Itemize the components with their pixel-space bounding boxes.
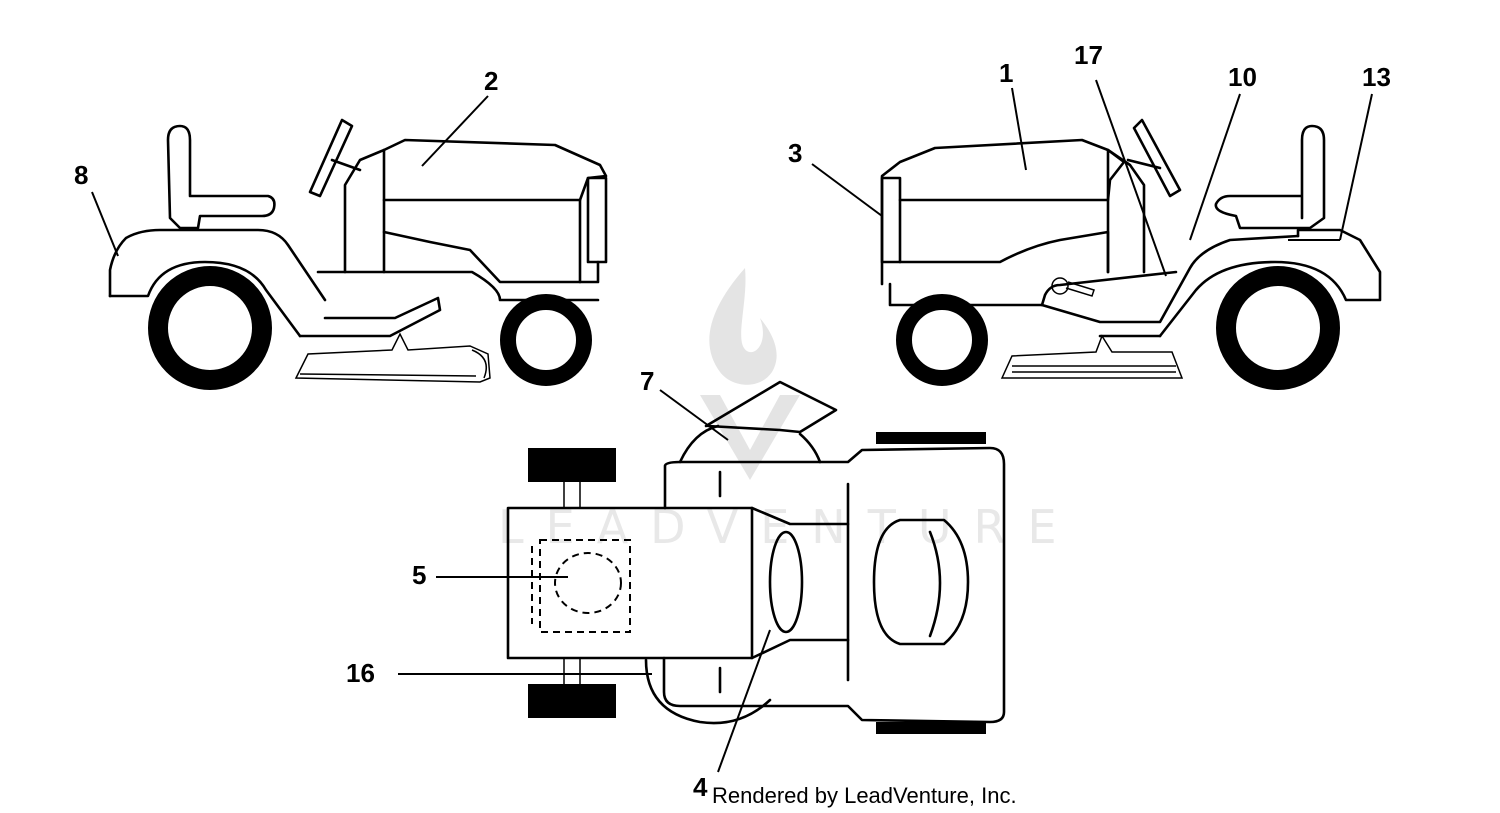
callout-5: 5	[412, 560, 426, 590]
rear-wheel	[1216, 266, 1340, 390]
mower-deck-edge	[299, 349, 487, 379]
dash	[343, 148, 386, 274]
frame	[298, 296, 442, 338]
hood-skirt	[898, 230, 1110, 274]
leader-4	[717, 629, 771, 773]
leader-2	[421, 95, 489, 167]
callout-16: 16	[346, 658, 375, 688]
leader-7	[659, 389, 729, 441]
front-wheel	[500, 294, 592, 386]
seat	[166, 124, 276, 230]
hood-top-inner	[928, 530, 942, 638]
lever	[1065, 281, 1095, 297]
right-rear-wheel	[528, 684, 616, 718]
front-frame	[888, 282, 1044, 307]
mower-deck	[294, 332, 491, 383]
discharge-chute	[704, 380, 838, 434]
callout-8: 8	[74, 160, 88, 190]
seat-outline	[539, 539, 631, 633]
chute-deck	[678, 424, 822, 464]
rear-body	[506, 506, 754, 660]
right-front-wheel	[876, 722, 986, 734]
rear-fender-inner	[108, 260, 302, 338]
mower-deck-edge	[1012, 365, 1176, 373]
steering-wheel-top	[768, 530, 804, 634]
callout-7: 7	[640, 366, 654, 396]
rear-fender	[108, 228, 327, 302]
seat	[1214, 124, 1326, 230]
left-front-wheel	[876, 432, 986, 444]
tractor-top-view	[506, 380, 1006, 734]
leader-8	[91, 191, 119, 257]
credit-text: Rendered by LeadVenture, Inc.	[712, 783, 1017, 808]
lever-knob	[1051, 277, 1069, 295]
callout-10: 10	[1228, 62, 1257, 92]
steering-wheel	[308, 118, 354, 198]
callout-13: 13	[1362, 62, 1391, 92]
callout-1: 1	[999, 58, 1013, 88]
leader-3	[811, 163, 883, 217]
dash-section	[750, 506, 850, 660]
hood-front	[586, 176, 608, 264]
callout-17: 17	[1074, 40, 1103, 70]
dash	[1106, 148, 1146, 274]
tractor-left-side-view	[108, 118, 608, 390]
leader-10	[1189, 93, 1241, 241]
rear-wheel	[148, 266, 272, 390]
hood-front	[880, 176, 902, 264]
steering-wheel	[1132, 118, 1182, 198]
callout-2: 2	[484, 66, 498, 96]
leader-1	[1011, 87, 1027, 171]
mid-body	[662, 446, 1006, 724]
watermark: LEADVENTURE	[498, 268, 1057, 554]
callout-labels: 8 2 3 1 17 10 13 7 5 16 4	[74, 40, 1391, 802]
mower-deck	[1000, 334, 1184, 379]
flame-logo-icon	[709, 268, 777, 385]
side-rail	[316, 270, 600, 302]
hood-skirt	[382, 230, 600, 284]
leader-17	[1095, 79, 1167, 277]
front-wheel	[896, 294, 988, 386]
deck-side	[644, 658, 772, 725]
callout-4: 4	[693, 772, 708, 802]
side-rail	[1040, 270, 1178, 307]
leader-13	[1339, 93, 1373, 241]
steering-column	[1126, 158, 1162, 170]
footrest	[1040, 234, 1300, 324]
leader-lines	[91, 79, 1373, 773]
tractor-right-side-view	[880, 118, 1382, 390]
hood	[382, 138, 608, 202]
callout-3: 3	[788, 138, 802, 168]
hood-top	[872, 518, 970, 646]
rear-fender	[1158, 228, 1382, 338]
seat-center	[554, 552, 622, 614]
lv-mark-icon	[700, 395, 800, 480]
rear-axle	[563, 482, 581, 684]
left-rear-wheel	[528, 448, 616, 482]
